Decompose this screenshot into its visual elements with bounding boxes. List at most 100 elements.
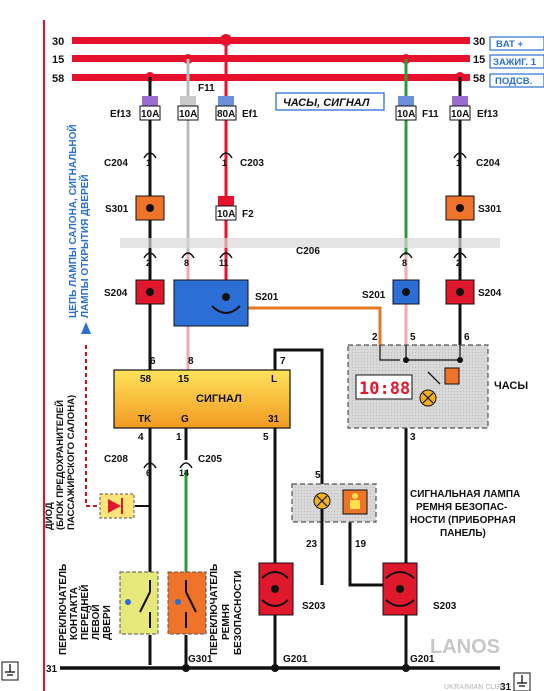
connector-c204-left bbox=[143, 152, 157, 159]
belt-lamp-note-3: НОСТИ (ПРИБОРНАЯ bbox=[410, 515, 516, 526]
switch-contact bbox=[175, 599, 181, 605]
wire-diode-dashed bbox=[85, 345, 103, 507]
pin-3: 3 bbox=[410, 432, 416, 443]
pin-8: 8 bbox=[188, 356, 194, 367]
diode-note-1: ДИОД bbox=[44, 502, 55, 530]
connector-arc bbox=[219, 252, 233, 259]
fuse-name: F11 bbox=[198, 83, 215, 94]
junction-dot bbox=[457, 357, 463, 363]
signal-pin-58: 58 bbox=[140, 374, 152, 385]
splice-s201-left bbox=[173, 279, 249, 327]
belt-lamp-note-1: СИГНАЛЬНАЯ ЛАМПА bbox=[410, 489, 520, 500]
g201-left-label: G201 bbox=[283, 654, 308, 665]
wire-orange bbox=[245, 306, 382, 345]
splice-dot bbox=[271, 585, 279, 593]
wire-black bbox=[348, 522, 387, 587]
signal-name: СИГНАЛ bbox=[196, 393, 242, 405]
side-note-line1: ЦЕПЬ ЛАМПЫ САЛОНА, СИГНАЛЬНОЙ bbox=[66, 124, 79, 318]
c205-label: C205 bbox=[198, 454, 222, 465]
splice-dot bbox=[146, 288, 154, 296]
diode-note-3: ПАССАЖИРСКОГО САЛОНА) bbox=[66, 395, 77, 530]
connector-arc bbox=[143, 252, 157, 259]
switch-contact bbox=[125, 599, 131, 605]
ground-icon bbox=[513, 672, 531, 691]
belt-switch-note-3: БЕЗОПАСНОСТИ bbox=[233, 571, 244, 655]
splice-dot bbox=[222, 293, 230, 301]
rail-58-label-box bbox=[489, 73, 544, 88]
ground-icon bbox=[1, 661, 19, 681]
clock-display bbox=[355, 374, 413, 400]
fuse-icon bbox=[218, 96, 234, 106]
rail-30-label-box bbox=[489, 36, 544, 51]
pin-23: 23 bbox=[306, 539, 318, 550]
door-switch-note-4: ЛЕВОЙ bbox=[89, 604, 102, 640]
pin-6: 6 bbox=[150, 356, 156, 367]
pin-1: 1 bbox=[456, 158, 461, 168]
fuse-icon bbox=[452, 96, 468, 106]
s201-right-label: S201 bbox=[362, 290, 386, 301]
rail-30 bbox=[72, 37, 470, 44]
junction-dot bbox=[182, 664, 190, 672]
fuse-amp: 10A bbox=[397, 109, 415, 120]
connector-c205 bbox=[179, 462, 193, 469]
ground-31-left: 31 bbox=[46, 664, 58, 675]
fuse-name: Ef13 bbox=[477, 109, 499, 120]
splice-dot bbox=[456, 288, 464, 296]
rail-30-label: BAT + bbox=[496, 39, 523, 50]
c208-label: C208 bbox=[104, 454, 128, 465]
fuse-icon bbox=[180, 96, 196, 106]
signal-pin-31: 31 bbox=[268, 414, 280, 425]
signal-pin-G: G bbox=[181, 414, 189, 425]
clock-display-text: 10:88 bbox=[359, 379, 410, 399]
pin-1: 1 bbox=[222, 158, 227, 168]
watermark-logo-text: LANOS bbox=[430, 636, 500, 658]
splice-dot bbox=[396, 585, 404, 593]
splice-arc bbox=[261, 571, 289, 579]
rail-15-label: ЗАЖИГ. 1 bbox=[493, 57, 537, 68]
fuse-name: F11 bbox=[422, 109, 439, 120]
fuse-amp: 10A bbox=[451, 109, 469, 120]
ground-31-right: 31 bbox=[500, 682, 512, 691]
pin-6: 6 bbox=[464, 332, 470, 343]
connector-c204-right bbox=[453, 152, 467, 159]
pin-19: 19 bbox=[355, 539, 367, 550]
fuse-body bbox=[215, 105, 237, 121]
rail-58-label: ПОДСВ. bbox=[495, 76, 532, 87]
rail-15 bbox=[72, 55, 470, 62]
switch-blade bbox=[139, 591, 151, 613]
splice-arc bbox=[385, 571, 415, 579]
pin-7: 7 bbox=[280, 356, 286, 367]
lamp-cross bbox=[316, 495, 328, 507]
fuse-body bbox=[215, 205, 237, 221]
splice-dot bbox=[456, 204, 464, 212]
seatbelt-figure-body bbox=[350, 500, 360, 509]
rail-58 bbox=[72, 74, 470, 81]
watermark-sub: UKRAINIAN CLUB bbox=[444, 684, 505, 691]
belt-lamp-note-4: ПАНЕЛЬ) bbox=[440, 528, 486, 539]
diagram-title: ЧАСЫ, СИГНАЛ bbox=[283, 97, 370, 109]
pin-5: 5 bbox=[315, 470, 321, 481]
fuse-body bbox=[139, 105, 161, 121]
splice-arc bbox=[385, 599, 415, 607]
lamp-cross bbox=[422, 392, 434, 404]
c206-band bbox=[120, 238, 500, 248]
wires bbox=[60, 40, 500, 672]
connector-arc bbox=[399, 252, 413, 259]
pin-1: 1 bbox=[146, 158, 151, 168]
connector-arc bbox=[453, 252, 467, 259]
clock-name: ЧАСЫ bbox=[494, 380, 528, 392]
g301-label: G301 bbox=[188, 654, 213, 665]
junction-dot bbox=[271, 664, 279, 672]
watermark-logo: LANOS UKRAINIAN CLUB bbox=[430, 636, 505, 691]
fuse-body bbox=[449, 105, 471, 121]
s201-left-label: S201 bbox=[255, 292, 279, 303]
seatbelt-figure bbox=[352, 493, 358, 499]
door-switch-note-5: ДВЕРИ bbox=[102, 605, 113, 640]
splice-arc bbox=[261, 599, 289, 607]
pin-8: 8 bbox=[184, 258, 189, 268]
door-switch-note-2: КОНТАКТА bbox=[69, 587, 80, 640]
junction-dot bbox=[402, 664, 410, 672]
signal-pin-L: L bbox=[271, 374, 277, 385]
rail-58-num-right: 58 bbox=[473, 73, 485, 85]
diode-icon bbox=[108, 499, 121, 513]
